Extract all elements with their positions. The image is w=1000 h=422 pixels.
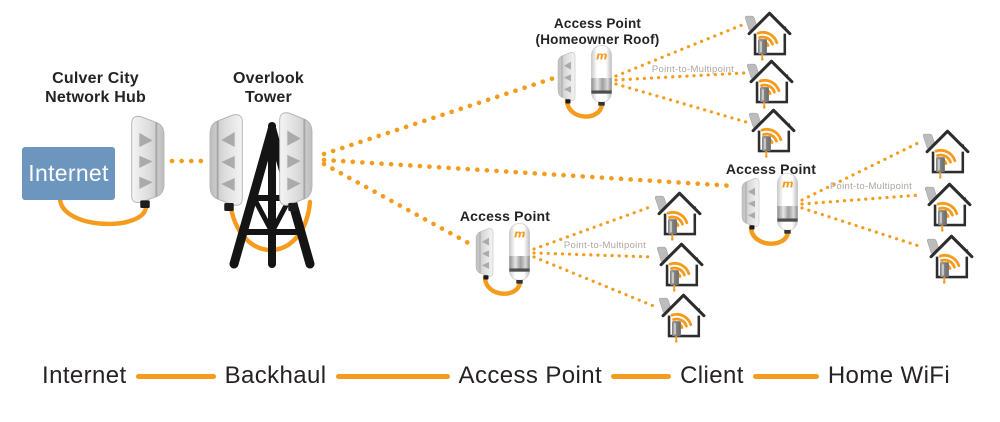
ptmp-link-right-1 bbox=[800, 141, 920, 202]
ap-roof-label-line2: (Homeowner Roof) bbox=[535, 31, 660, 47]
ap-right-cable bbox=[748, 224, 791, 246]
ap-roof-label-line1: Access Point bbox=[553, 16, 642, 31]
house-wifi-icon-roof-1 bbox=[743, 11, 792, 63]
ap-roof-dish-icon bbox=[557, 51, 576, 105]
legend-connector-line bbox=[611, 373, 672, 379]
ptmp-link-mid-1 bbox=[532, 205, 652, 251]
ap-mid-dish-icon bbox=[475, 227, 494, 281]
legend-item-home-wifi: Home WiFi bbox=[827, 362, 951, 389]
ptmp-link-right-2 bbox=[800, 193, 922, 206]
tower-label-line1: Overlook bbox=[233, 70, 304, 87]
ap-right-label: Access Point bbox=[725, 161, 817, 177]
ptmp-link-roof-2 bbox=[614, 71, 746, 82]
ptmp-link-right-3 bbox=[800, 206, 924, 249]
house-wifi-icon-mid-2 bbox=[655, 242, 704, 294]
ptmp-label-right: Point-to-Multipoint bbox=[829, 181, 913, 192]
ap-roof-radio-icon bbox=[590, 44, 613, 107]
ptmp-label-mid: Point-to-Multipoint bbox=[563, 240, 647, 251]
tower-east-dish-antenna-icon bbox=[278, 111, 314, 213]
legend-item-access-point: Access Point bbox=[458, 362, 603, 389]
ap-mid-radio-icon bbox=[508, 222, 531, 285]
house-wifi-icon-right-3 bbox=[925, 234, 974, 286]
tower-label: Overlook Tower bbox=[196, 70, 341, 107]
hub-ethernet-cable bbox=[57, 195, 149, 227]
house-wifi-icon-mid-1 bbox=[653, 191, 702, 243]
house-wifi-icon-roof-2 bbox=[745, 59, 794, 111]
ptmp-link-roof-1 bbox=[614, 23, 744, 78]
house-wifi-icon-mid-3 bbox=[657, 293, 706, 345]
ap-mid-cable bbox=[482, 274, 523, 296]
legend: Internet Backhaul Access Point Client Ho… bbox=[42, 356, 950, 396]
hub-label-line2: Network Hub bbox=[45, 88, 146, 106]
tower-west-dish-antenna-icon bbox=[209, 113, 244, 212]
legend-item-client: Client bbox=[680, 362, 744, 389]
ptmp-link-roof-3 bbox=[614, 82, 748, 124]
house-wifi-icon-right-2 bbox=[923, 182, 972, 234]
hub-label: Culver City Network Hub bbox=[18, 70, 173, 107]
legend-connector-line bbox=[335, 373, 450, 379]
backhaul-link-tower-ap-mid bbox=[321, 161, 475, 248]
legend-item-backhaul: Backhaul bbox=[224, 362, 327, 389]
hub-dish-antenna-icon bbox=[130, 115, 165, 209]
backhaul-link-tower-ap-right bbox=[321, 157, 737, 189]
legend-connector-line bbox=[135, 373, 216, 379]
backhaul-link-tower-ap-roof bbox=[321, 75, 557, 157]
ptmp-link-mid-2 bbox=[532, 251, 655, 259]
house-wifi-icon-right-1 bbox=[921, 129, 970, 181]
ptmp-link-mid-3 bbox=[532, 255, 658, 309]
legend-connector-line bbox=[752, 373, 819, 379]
hub-label-line1: Culver City bbox=[52, 70, 139, 87]
tower-label-line2: Tower bbox=[245, 88, 292, 106]
ap-right-radio-icon bbox=[776, 172, 799, 235]
ap-roof-cable bbox=[564, 97, 605, 119]
ap-mid-label: Access Point bbox=[459, 208, 551, 224]
ap-right-dish-icon bbox=[741, 177, 760, 231]
ap-roof-label: Access Point (Homeowner Roof) bbox=[505, 16, 690, 47]
house-wifi-icon-roof-3 bbox=[747, 108, 796, 160]
internet-box: Internet bbox=[22, 147, 115, 200]
legend-item-internet: Internet bbox=[42, 362, 127, 389]
ptmp-label-top: Point-to-Multipoint bbox=[651, 64, 735, 75]
